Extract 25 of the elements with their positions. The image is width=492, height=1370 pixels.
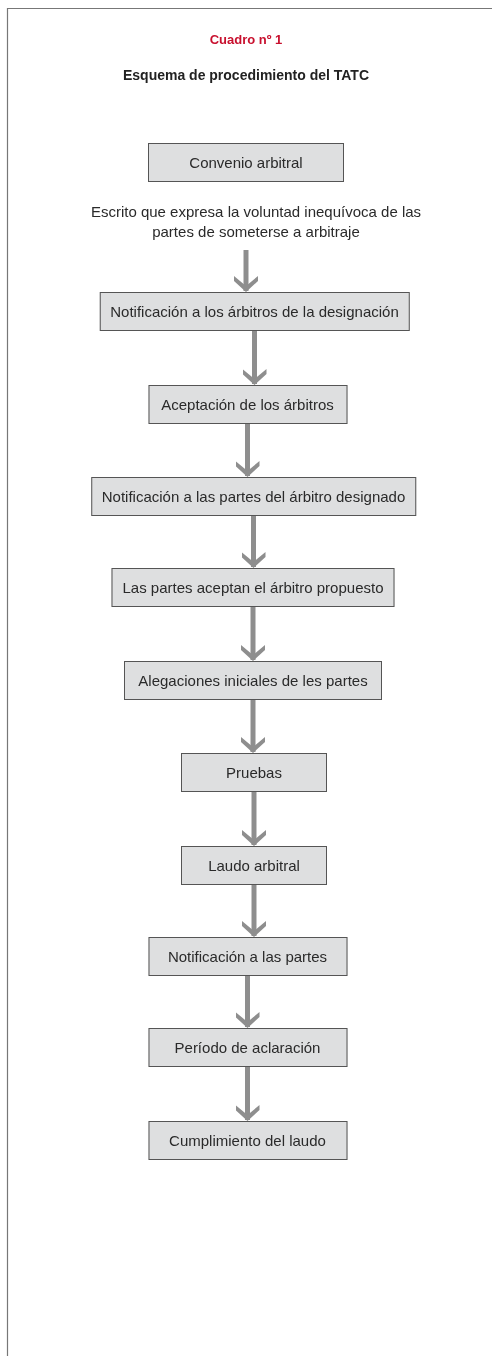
process-box (148, 1028, 347, 1067)
step-label: Convenio arbitral (189, 154, 303, 171)
step-label: Notificación a las partes del árbitro designado (101, 488, 406, 505)
step-label: Aceptación de los árbitros (161, 396, 334, 413)
step-label: Alegaciones iniciales de les partes (138, 672, 368, 689)
process-box (99, 292, 410, 331)
process-box (148, 937, 347, 976)
process-box (148, 385, 347, 424)
process-box (124, 661, 382, 700)
step-description: Escrito que expresa la voluntad inequívoca de las partes de someterse a arbitraje (89, 202, 423, 242)
figure-number: Cuadro nº 1 (208, 32, 284, 47)
process-box (181, 846, 327, 885)
step-label: Período de aclaración (174, 1039, 321, 1056)
process-box (90, 477, 417, 516)
step-label: Notificación a las partes (167, 948, 328, 965)
process-box (148, 1121, 347, 1160)
diagram-title: Esquema de procedimiento del TATC (121, 67, 371, 83)
process-box (111, 568, 395, 607)
step-label: Laudo arbitral (208, 857, 300, 874)
step-label: Pruebas (226, 764, 282, 781)
step-label: Las partes aceptan el árbitro propuesto (122, 579, 384, 596)
step-label: Notificación a los árbitros de la designación (110, 303, 399, 320)
process-box (181, 753, 327, 792)
step-label: Cumplimiento del laudo (169, 1132, 326, 1149)
process-box (148, 143, 344, 182)
